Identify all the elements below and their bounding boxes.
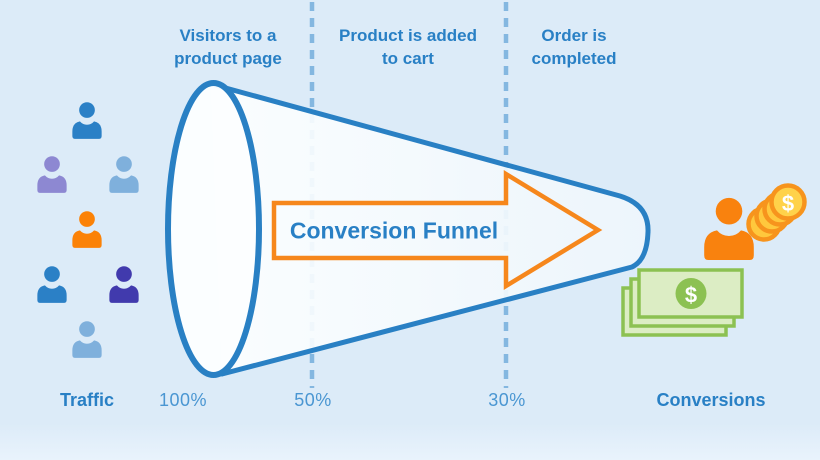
coin-stack-icon: $ [746, 183, 807, 242]
traffic-people-group [37, 102, 139, 358]
traffic-person-icon-5 [37, 266, 67, 303]
funnel-title: Conversion Funnel [289, 217, 499, 244]
conversions-label: Conversions [656, 390, 766, 410]
stage-label-visitors-line2: product page [174, 49, 282, 68]
conversions-person-icon [704, 197, 754, 260]
money-bills-icon: $ [621, 268, 744, 337]
bill-top [637, 268, 744, 319]
percent-label-30: 30% [488, 390, 526, 410]
coin-dollar-sign: $ [782, 191, 794, 216]
funnel-cone-outline [208, 81, 651, 377]
traffic-person-icon-6 [109, 266, 139, 303]
bill-dollar-circle [675, 278, 707, 309]
percent-label-50: 50% [294, 390, 332, 410]
traffic-person-icon-2 [37, 156, 67, 193]
stage-label-order: Order is completed [531, 24, 616, 70]
traffic-label: Traffic [59, 390, 115, 410]
stage-label-cart-line2: to cart [382, 49, 434, 68]
stage-label-cart-line1: Product is added [339, 26, 477, 45]
funnel-mouth-ellipse [165, 80, 262, 378]
conversions-illustration: $ $ [621, 183, 807, 337]
funnel-cone-body [211, 84, 649, 374]
percent-label-100: 100% [158, 390, 208, 410]
traffic-person-icon-4 [72, 211, 102, 248]
bill-dollar-sign: $ [685, 283, 697, 308]
coin-top [769, 183, 807, 221]
traffic-person-icon-1 [72, 102, 102, 139]
stage-label-visitors-line1: Visitors to a [179, 26, 277, 45]
traffic-person-icon-3 [109, 156, 139, 193]
conversion-arrow [271, 169, 603, 291]
stage-label-order-line1: Order is [541, 26, 607, 45]
stage-label-visitors: Visitors to a product page [174, 24, 282, 70]
traffic-person-icon-7 [72, 321, 102, 358]
stage-label-cart: Product is added to cart [339, 24, 477, 70]
stage-label-order-line2: completed [531, 49, 617, 68]
